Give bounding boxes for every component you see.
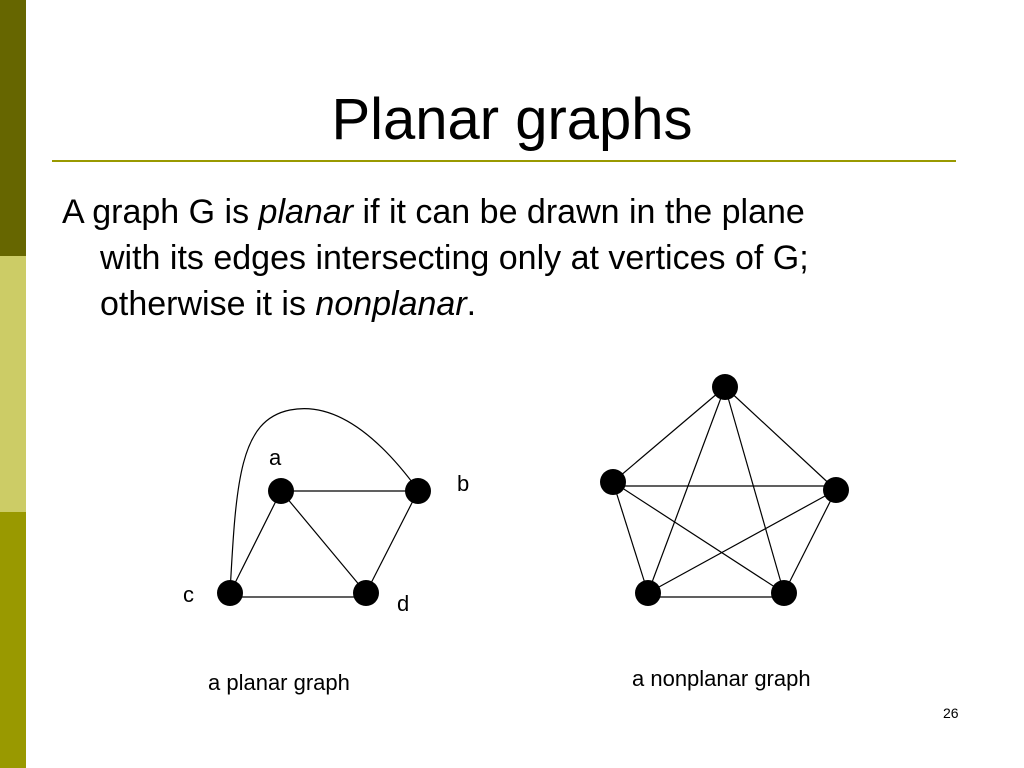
side-accent-bar <box>0 0 26 768</box>
k5-vertex-right <box>823 477 849 503</box>
nonplanar-graph <box>612 386 837 598</box>
k5-vertex-top <box>712 374 738 400</box>
definition-line-3: otherwise it is nonplanar. <box>62 281 962 327</box>
k5-edge-right-bottomleft <box>647 489 837 594</box>
k5-edge-top-bottomleft <box>647 386 726 594</box>
k5-edge-right-bottomright <box>783 489 837 594</box>
planar-edge-a-d <box>280 490 367 594</box>
definition-line-2: with its edges intersecting only at vert… <box>100 239 809 277</box>
vertex-label-d: d <box>397 591 409 616</box>
term-planar: planar <box>258 193 354 231</box>
nonplanar-graph-caption: a nonplanar graph <box>632 666 811 691</box>
vertex-label-c: c <box>183 582 194 607</box>
definition-line-1-end: if it can be drawn in the plane <box>353 193 805 231</box>
title-underline <box>52 160 956 162</box>
accent-bar-middle <box>0 256 26 512</box>
k5-edge-top-right <box>724 386 837 491</box>
vertex-label-a: a <box>269 445 282 470</box>
planar-vertex-b <box>405 478 431 504</box>
k5-edge-top-bottomright <box>724 386 785 594</box>
k5-vertex-left <box>600 469 626 495</box>
definition-line-3-start: otherwise it is <box>100 285 316 323</box>
planar-edge-a-c <box>229 490 282 594</box>
term-nonplanar: nonplanar <box>315 285 467 323</box>
accent-bar-top <box>0 0 26 256</box>
k5-edge-top-left <box>612 386 726 483</box>
definition-line-1: A graph G is planar if it can be drawn i… <box>62 189 962 235</box>
planar-graph-caption: a planar graph <box>208 670 350 695</box>
definition-line-1-start: A graph G is <box>62 193 259 231</box>
k5-edge-left-bottomright <box>612 481 785 594</box>
slide-title: Planar graphs <box>331 87 693 152</box>
k5-vertex-bottom-right <box>771 580 797 606</box>
page-number: 26 <box>943 705 959 721</box>
nonplanar-vertices <box>600 374 849 606</box>
planar-graph <box>229 408 419 598</box>
planar-vertex-c <box>217 580 243 606</box>
planar-edge-b-d <box>365 490 419 594</box>
k5-vertex-bottom-left <box>635 580 661 606</box>
planar-edge-c-b-curve <box>229 408 419 594</box>
planar-vertex-a <box>268 478 294 504</box>
definition-text: A graph G is planar if it can be drawn i… <box>62 189 962 327</box>
definition-line-3-end: . <box>466 285 477 323</box>
accent-bar-bottom <box>0 512 26 768</box>
planar-vertex-d <box>353 580 379 606</box>
vertex-label-b: b <box>457 471 469 496</box>
k5-edge-left-bottomleft <box>612 481 649 594</box>
planar-vertices <box>217 478 431 606</box>
